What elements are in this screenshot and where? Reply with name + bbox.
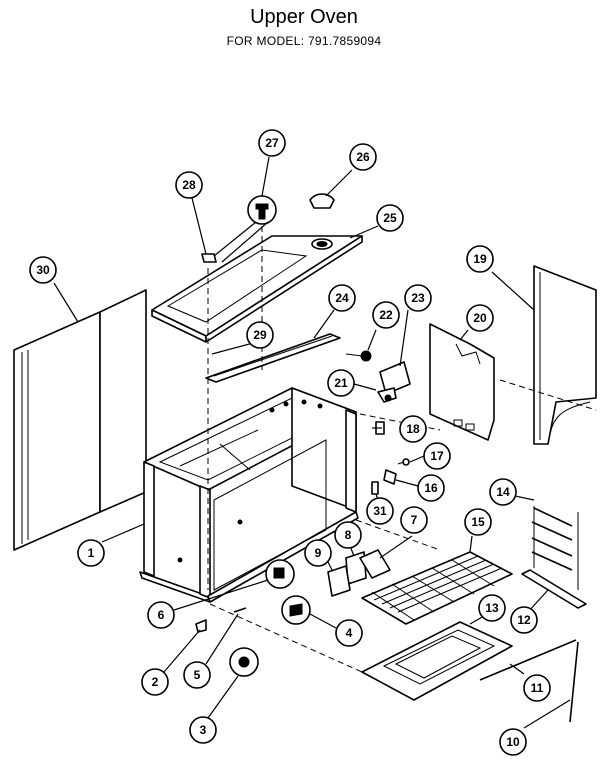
part-5-pin [233, 607, 247, 613]
callout-3: 3 [189, 716, 217, 744]
part-14-rack-supports [531, 506, 579, 590]
callout-2: 2 [141, 668, 169, 696]
callout-12: 12 [510, 606, 538, 634]
callout-19-label: 19 [473, 252, 487, 266]
callout-22-label: 22 [379, 308, 393, 322]
callout-29: 29 [246, 321, 274, 349]
callout-14-label: 14 [496, 485, 510, 499]
part-31-small-bracket [371, 481, 379, 495]
part-10-strip [569, 641, 579, 723]
callout-28-label: 28 [182, 178, 196, 192]
callout-7: 7 [400, 506, 428, 534]
callout-28: 28 [175, 171, 203, 199]
callout-1-label: 1 [88, 546, 95, 560]
callout-18: 18 [399, 415, 427, 443]
callout-20: 20 [466, 304, 494, 332]
model-number: FOR MODEL: 791.7859094 [226, 34, 382, 48]
callout-3-label: 3 [200, 723, 207, 737]
callout-18-label: 18 [406, 422, 420, 436]
callout-15-label: 15 [471, 515, 485, 529]
part-23-bracket [379, 361, 411, 395]
callout-10: 10 [499, 728, 527, 756]
part-2-clip [195, 619, 207, 633]
callout-7-label: 7 [411, 513, 418, 527]
callout-24: 24 [328, 284, 356, 312]
part-15-oven-rack [361, 551, 513, 625]
callout-4: 4 [335, 619, 363, 647]
part-21-clip [377, 387, 397, 403]
callout-16: 16 [417, 474, 445, 502]
part-26-plug [309, 193, 335, 209]
part-25-top-panel [151, 235, 363, 343]
part-16-clip [383, 469, 397, 485]
callout-25: 25 [376, 204, 404, 232]
diagram-title: Upper Oven [250, 6, 358, 28]
part-6-fastener [265, 559, 295, 589]
part-12-rail [521, 569, 587, 609]
part-19-side-panel [533, 265, 597, 445]
callout-16-label: 16 [424, 481, 438, 495]
callout-17: 17 [423, 442, 451, 470]
callout-6: 6 [147, 601, 175, 629]
callout-24-label: 24 [335, 291, 349, 305]
callout-26: 26 [349, 143, 377, 171]
callout-11: 11 [523, 674, 551, 702]
callout-1: 1 [77, 539, 105, 567]
part-28-bracket [201, 253, 217, 263]
callout-12-label: 12 [517, 613, 531, 627]
part-17-screw [397, 458, 410, 466]
callout-13-label: 13 [485, 601, 499, 615]
callout-13: 13 [478, 594, 506, 622]
part-20-bracket-panel [429, 323, 495, 441]
callout-17-label: 17 [430, 449, 444, 463]
part-22-fastener [345, 350, 372, 362]
part-24-rail [205, 333, 341, 383]
callout-27-label: 27 [265, 136, 279, 150]
callout-23-label: 23 [411, 291, 425, 305]
part-30-side-panel [13, 289, 147, 551]
callout-10-label: 10 [506, 735, 520, 749]
callout-21: 21 [327, 369, 355, 397]
callout-31-label: 31 [373, 504, 387, 518]
part-7-plate [359, 549, 391, 579]
callout-14: 14 [489, 478, 517, 506]
part-13-bottom-tray [361, 621, 513, 701]
callout-11-label: 11 [531, 681, 544, 695]
callout-4-label: 4 [346, 626, 353, 640]
part-9-bracket [327, 565, 351, 597]
callout-25-label: 25 [383, 211, 397, 225]
leader-lines [53, 156, 571, 729]
callout-31: 31 [366, 497, 394, 525]
callout-8: 8 [334, 521, 362, 549]
part-3-screw [229, 647, 259, 677]
callout-20-label: 20 [473, 311, 487, 325]
callout-23: 23 [404, 284, 432, 312]
callout-19: 19 [466, 245, 494, 273]
callout-22: 22 [372, 301, 400, 329]
part-11-strip [479, 639, 577, 681]
callout-5-label: 5 [194, 668, 201, 682]
callout-2-label: 2 [152, 675, 159, 689]
callout-5: 5 [183, 661, 211, 689]
part-27-screw [247, 195, 277, 225]
callout-29-label: 29 [253, 328, 267, 342]
callout-9-label: 9 [315, 546, 322, 560]
callout-26-label: 26 [356, 150, 370, 164]
callout-15: 15 [464, 508, 492, 536]
callout-30: 30 [29, 256, 57, 284]
callout-9: 9 [304, 539, 332, 567]
callout-21-label: 21 [334, 376, 348, 390]
part-4-fastener [281, 595, 311, 625]
part-1-oven-frame [139, 387, 359, 603]
callout-27: 27 [258, 129, 286, 157]
callout-6-label: 6 [158, 608, 165, 622]
callout-8-label: 8 [345, 528, 352, 542]
callout-30-label: 30 [36, 263, 50, 277]
